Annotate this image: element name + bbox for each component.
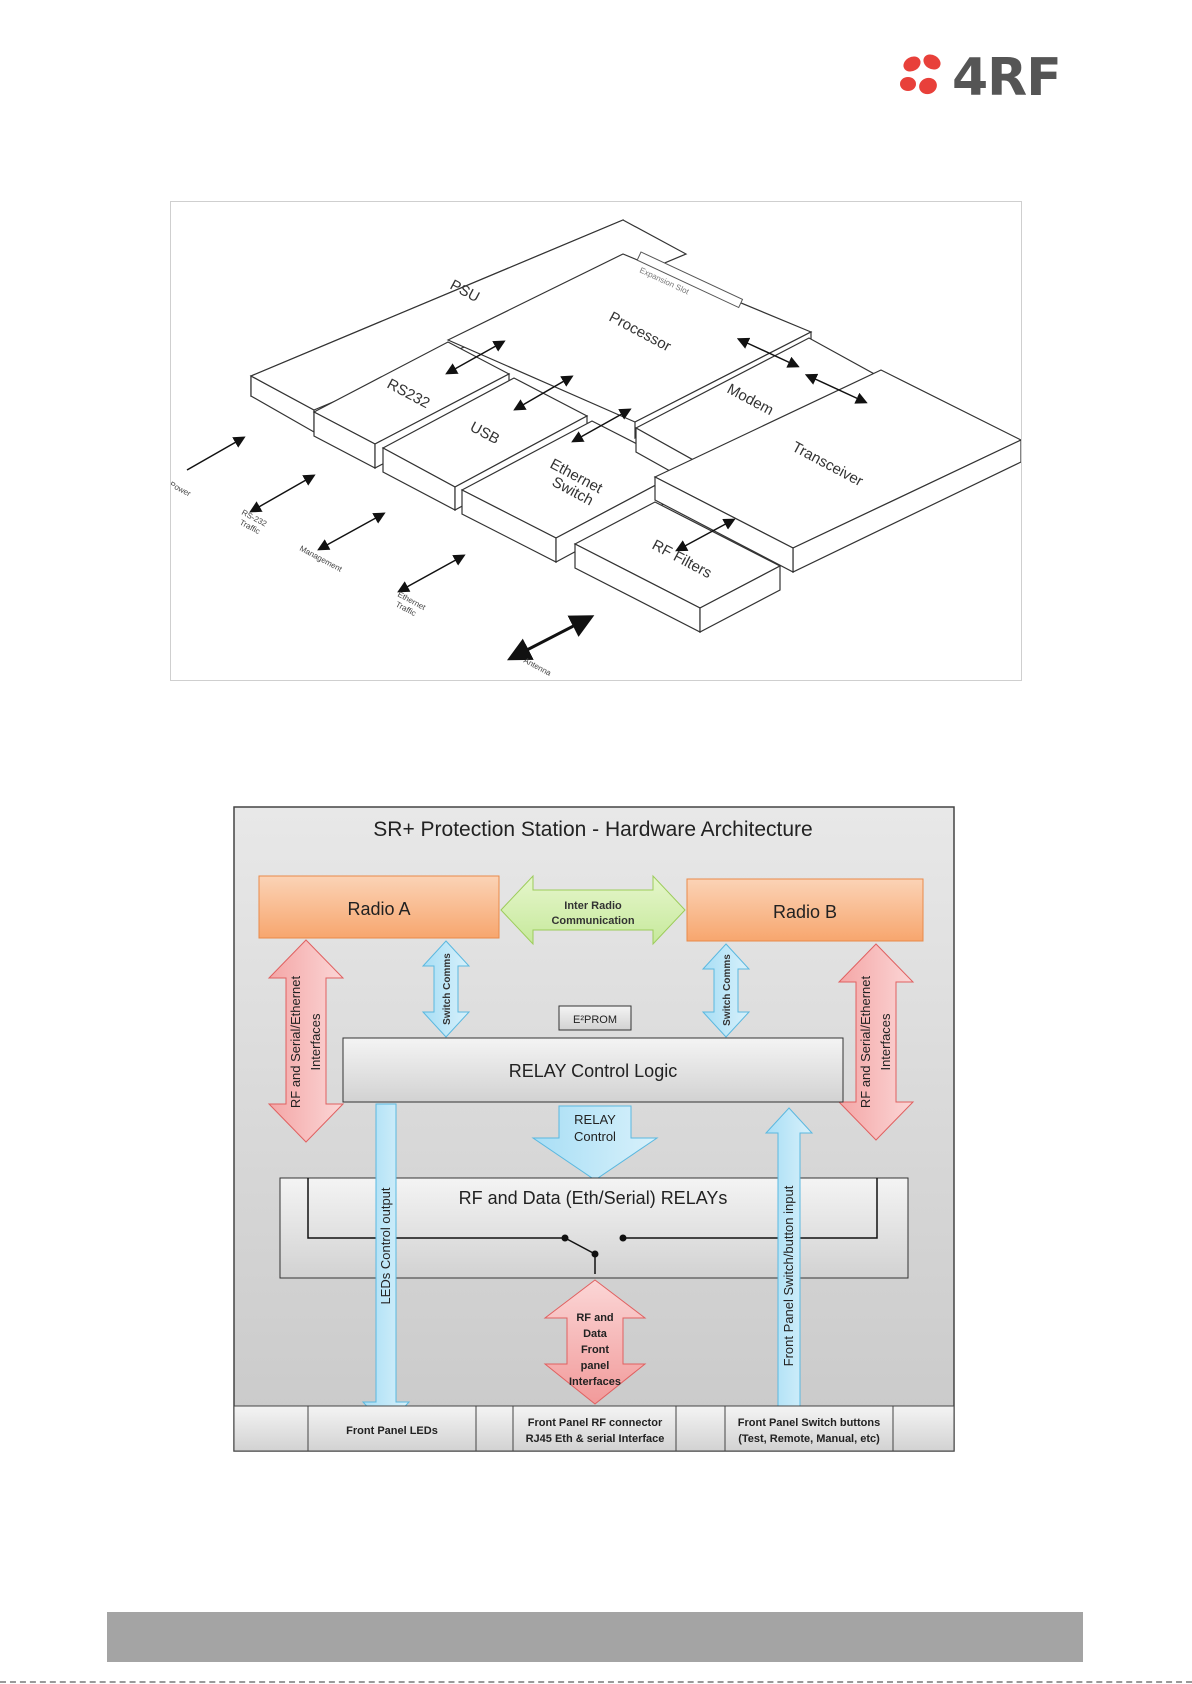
- front-panel-strip: [233, 1405, 955, 1452]
- modem-transceiver-arrow: [804, 373, 868, 404]
- front-interfaces-label-3: Front: [581, 1344, 609, 1356]
- psu-processor-arrow: [445, 340, 506, 375]
- management-arrow: [317, 512, 386, 551]
- power-arrow: [186, 436, 246, 471]
- rf-transceiver-arrow: [675, 518, 736, 552]
- hardware-architecture-diagram: SR+ Protection Station - Hardware Archit…: [233, 806, 957, 1454]
- front-interfaces-label-5: Interfaces: [569, 1376, 621, 1388]
- switch-comms-a-arrow: [421, 940, 471, 1038]
- inter-radio-label-2: Communication: [551, 915, 634, 927]
- rf-serial-a-arrow: [267, 939, 345, 1143]
- front-panel-leds-label: Front Panel LEDs: [346, 1425, 438, 1437]
- ethernet-processor-arrow: [571, 408, 632, 443]
- relay-logic-box: [342, 1037, 844, 1103]
- switch-comms-b-arrow: [701, 943, 751, 1038]
- eeprom-box: [558, 1005, 632, 1031]
- radio-a-label: Radio A: [347, 899, 410, 919]
- relay-contact-b: [619, 1234, 627, 1242]
- switch-comms-a-label: Switch Comms: [442, 953, 453, 1025]
- antenna-arrow: [506, 615, 595, 661]
- front-panel-switch-label-2: (Test, Remote, Manual, etc): [738, 1433, 880, 1445]
- architecture-title: SR+ Protection Station - Hardware Archit…: [373, 818, 812, 841]
- relay-control-arrow: [531, 1105, 659, 1181]
- front-panel-rf-label-1: Front Panel RF connector: [528, 1417, 663, 1429]
- front-interfaces-arrow: [543, 1279, 647, 1405]
- front-interfaces-label-1: RF and: [576, 1312, 613, 1324]
- front-panel-rf-label-2: RJ45 Eth & serial Interface: [526, 1433, 665, 1445]
- radio-b-label: Radio B: [773, 902, 837, 922]
- rf-serial-a-label-2: Interfaces: [308, 1013, 323, 1071]
- rs232-traffic-arrow: [249, 474, 316, 513]
- front-interfaces-label-4: panel: [581, 1360, 610, 1372]
- architecture-diagram-svg: SR+ Protection Station - Hardware Archit…: [233, 806, 955, 1452]
- relay-common-contact: [591, 1250, 599, 1258]
- logo-petals-icon: [900, 54, 941, 95]
- company-logo: [900, 54, 941, 95]
- isometric-hardware-diagram: PSU Processor Expansion Slot RS232 USB E…: [168, 201, 1023, 681]
- ethernet-traffic-arrow: [397, 554, 466, 593]
- page-cut-line: [0, 1681, 1192, 1683]
- front-panel-dividers: [307, 1406, 894, 1451]
- front-interfaces-label-2: Data: [583, 1328, 608, 1340]
- processor-modem-arrow: [736, 337, 800, 368]
- isometric-diagram-svg: PSU Processor Expansion Slot RS232 USB E…: [168, 219, 1023, 678]
- rf-filters-block: [573, 501, 782, 633]
- usb-processor-arrow: [513, 375, 574, 411]
- power-label: Power: [171, 480, 193, 499]
- radio-b-box: [686, 878, 924, 942]
- rf-serial-b-label-1: RF and Serial/Ethernet: [858, 975, 873, 1108]
- expansion-slot: [636, 251, 744, 309]
- footer-bar: [107, 1612, 1083, 1662]
- rf-serial-b-arrow: [837, 943, 915, 1141]
- psu-block: [249, 219, 688, 434]
- radio-a-box: [258, 875, 500, 939]
- relays-label: RF and Data (Eth/Serial) RELAYs: [459, 1188, 728, 1208]
- relay-contact-a: [561, 1234, 569, 1242]
- antenna-label: Antenna: [522, 656, 553, 678]
- inter-radio-arrow: [500, 874, 686, 946]
- switch-comms-b-label: Switch Comms: [722, 954, 733, 1026]
- rf-serial-b-label-2: Interfaces: [878, 1013, 893, 1071]
- leds-output-label: LEDs Control output: [378, 1187, 393, 1304]
- relay-control-label-2: Control: [574, 1129, 616, 1144]
- switch-input-label: Front Panel Switch/button input: [781, 1185, 796, 1366]
- logo-text: 4RF: [952, 48, 1062, 108]
- front-panel-switch-label-1: Front Panel Switch buttons: [738, 1417, 880, 1429]
- inter-radio-label-1: Inter Radio: [564, 900, 622, 912]
- rf-serial-a-label-1: RF and Serial/Ethernet: [288, 975, 303, 1108]
- management-label: Management: [298, 544, 344, 574]
- eeprom-label: E²PROM: [573, 1014, 617, 1026]
- relay-logic-label: RELAY Control Logic: [509, 1061, 677, 1081]
- relay-control-label-1: RELAY: [574, 1112, 616, 1127]
